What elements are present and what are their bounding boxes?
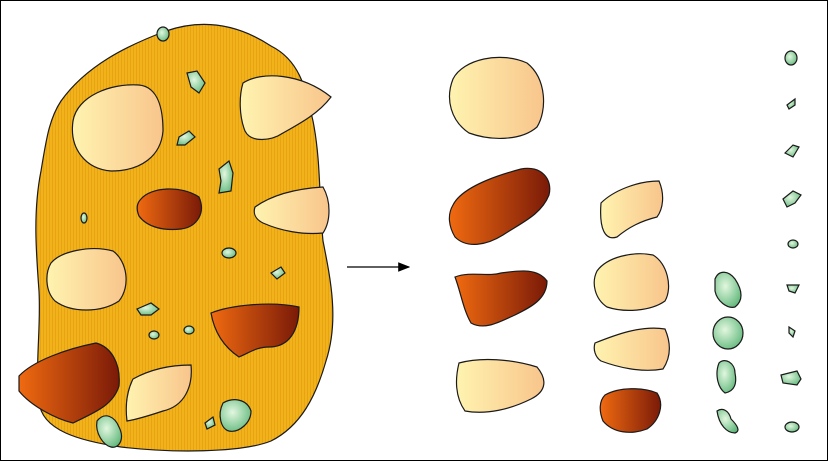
- green-grain: [81, 213, 87, 223]
- cream-pebble: [240, 76, 331, 140]
- green-grain: [787, 285, 799, 293]
- column-fine-fragments: [781, 51, 801, 432]
- green-grain: [157, 27, 169, 41]
- green-grain: [785, 51, 797, 65]
- green-grain: [781, 371, 801, 385]
- green-grain: [222, 248, 236, 258]
- cream-fragment: [601, 181, 663, 238]
- green-fragment: [713, 317, 743, 349]
- column-medium-fragments: [594, 181, 669, 432]
- green-grain: [787, 99, 795, 109]
- green-grain: [783, 191, 801, 207]
- green-grain: [789, 327, 795, 337]
- green-grain: [149, 331, 159, 339]
- red-fragment: [449, 168, 549, 244]
- green-fragment: [717, 361, 736, 393]
- column-large-fragments: [449, 57, 549, 412]
- cream-fragment: [457, 360, 544, 413]
- red-fragment: [455, 271, 547, 326]
- red-pebble: [137, 189, 201, 230]
- cream-pebble: [47, 249, 126, 310]
- green-grain: [184, 326, 194, 334]
- green-grain: [785, 145, 799, 157]
- red-fragment: [600, 389, 660, 433]
- cream-fragment: [594, 254, 668, 311]
- green-fragment: [715, 272, 741, 307]
- green-grain: [788, 240, 798, 248]
- cream-fragment: [594, 328, 669, 370]
- cream-fragment: [450, 57, 544, 138]
- green-fragment: [717, 409, 738, 433]
- column-small-fragments: [713, 272, 743, 433]
- green-grain: [785, 422, 799, 432]
